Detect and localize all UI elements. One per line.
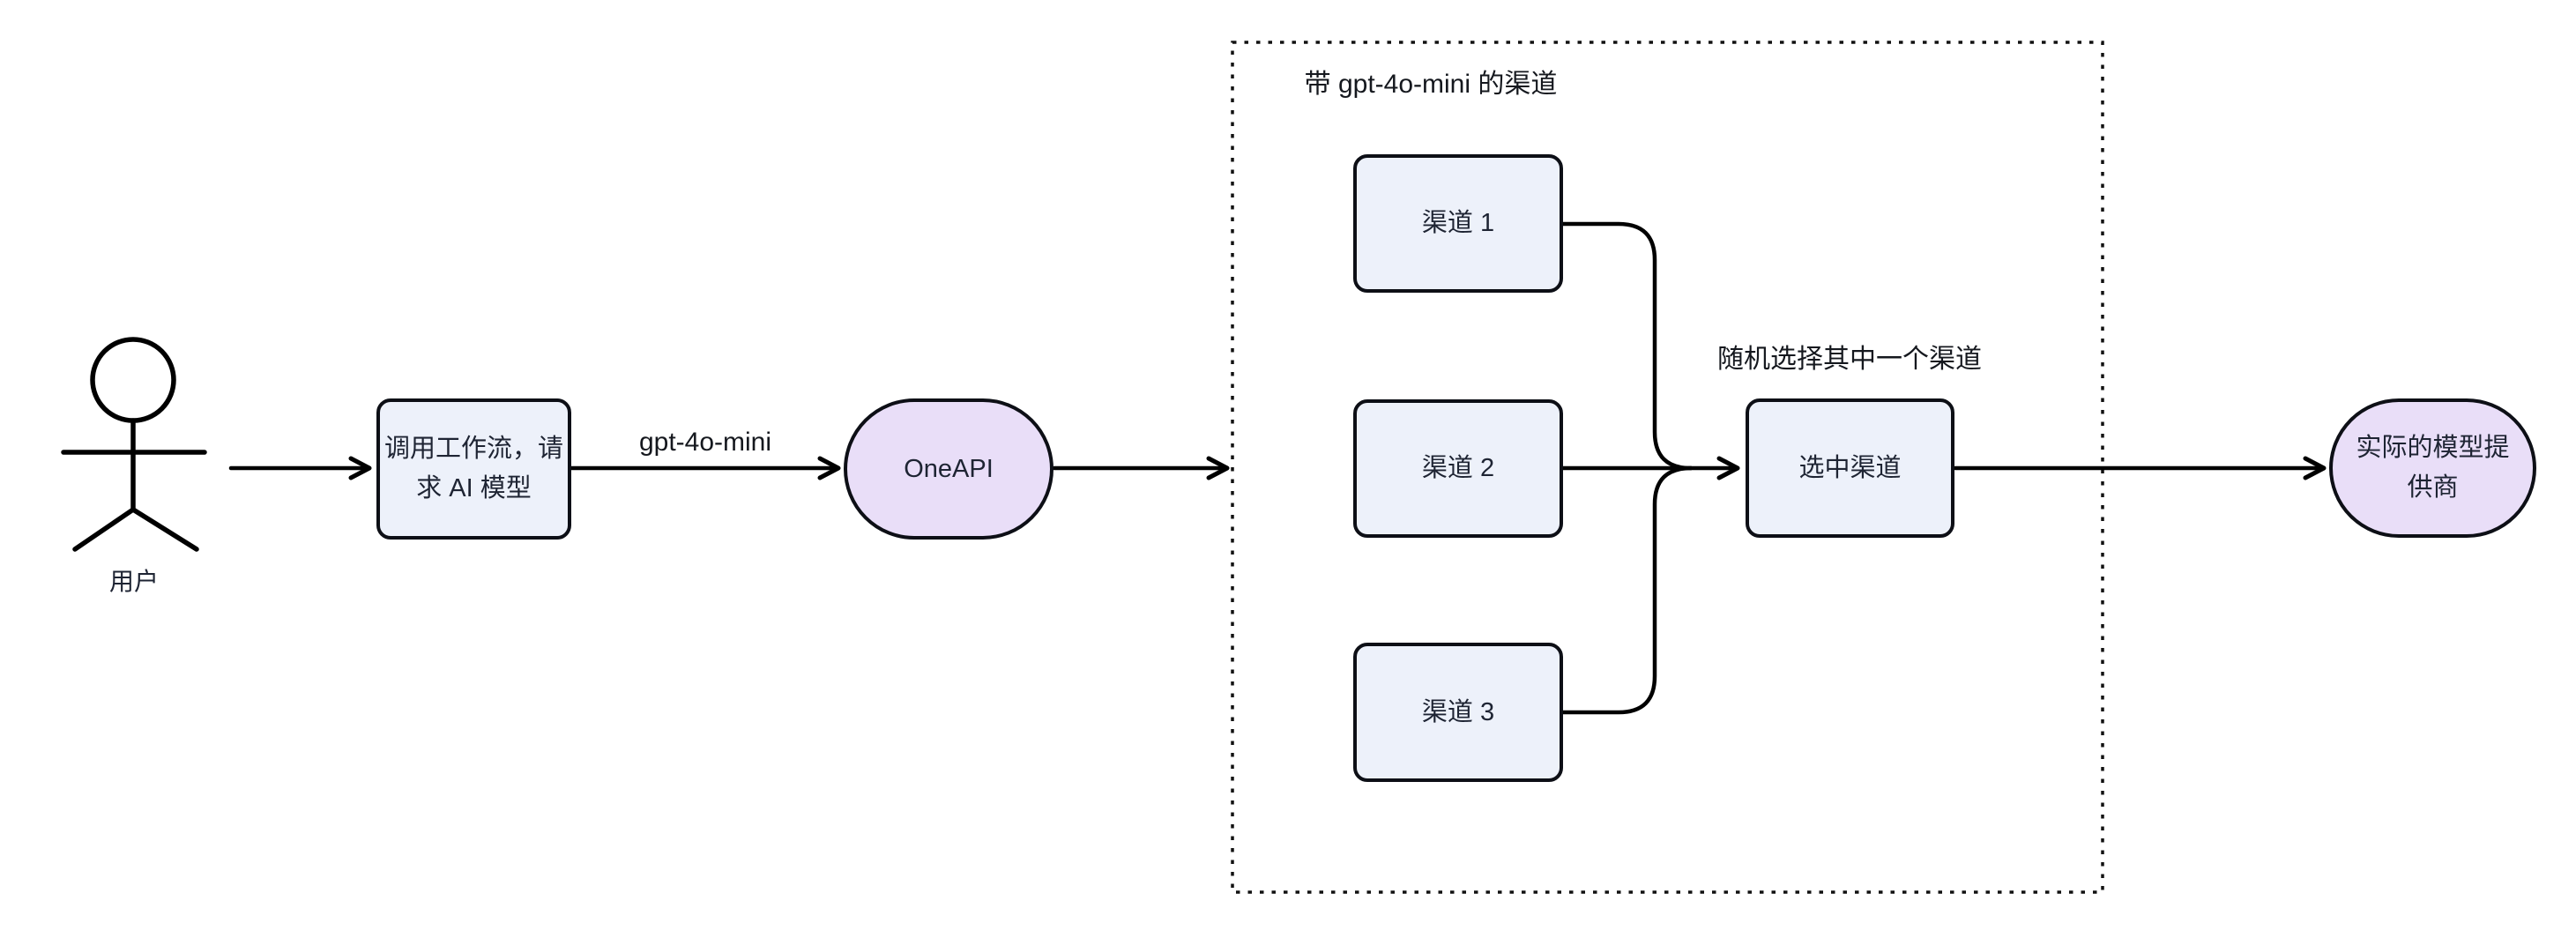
node-oneapi: OneAPI [844, 398, 1053, 540]
user-actor-icon [61, 337, 207, 552]
subgraph-channels-container [1231, 41, 2104, 894]
node-channel-3: 渠道 3 [1353, 643, 1563, 782]
node-provider: 实际的模型提 供商 [2329, 398, 2536, 538]
label-random-selection: 随机选择其中一个渠道 [1717, 345, 1982, 374]
node-provider-line1: 实际的模型提 [2356, 434, 2510, 463]
node-channel-2-label: 渠道 2 [1421, 454, 1495, 483]
node-channel-3-label: 渠道 3 [1421, 697, 1495, 726]
node-provider-line2: 供商 [2407, 473, 2459, 502]
node-channel-2: 渠道 2 [1353, 399, 1563, 538]
actor-head [90, 337, 176, 423]
node-workflow: 调用工作流，请 求 AI 模型 [376, 398, 571, 540]
actor-label: 用户 [108, 568, 160, 595]
node-selected-channel: 选中渠道 [1746, 398, 1954, 538]
node-workflow-line2: 求 AI 模型 [416, 474, 532, 502]
edge-label-gpt-4o-mini: gpt-4o-mini [638, 428, 772, 457]
node-workflow-line1: 调用工作流，请 [383, 435, 563, 464]
node-channel-1-label: 渠道 1 [1421, 209, 1495, 238]
node-selected-channel-label: 选中渠道 [1798, 453, 1902, 482]
subgraph-title: 带 gpt-4o-mini 的渠道 [1304, 70, 1558, 99]
edge-channel1-to-merge [1560, 221, 1694, 471]
node-channel-1: 渠道 1 [1353, 154, 1563, 293]
edge-channel3-to-merge [1560, 465, 1694, 715]
actor-legs [72, 507, 199, 552]
node-oneapi-label: OneAPI [904, 454, 994, 483]
